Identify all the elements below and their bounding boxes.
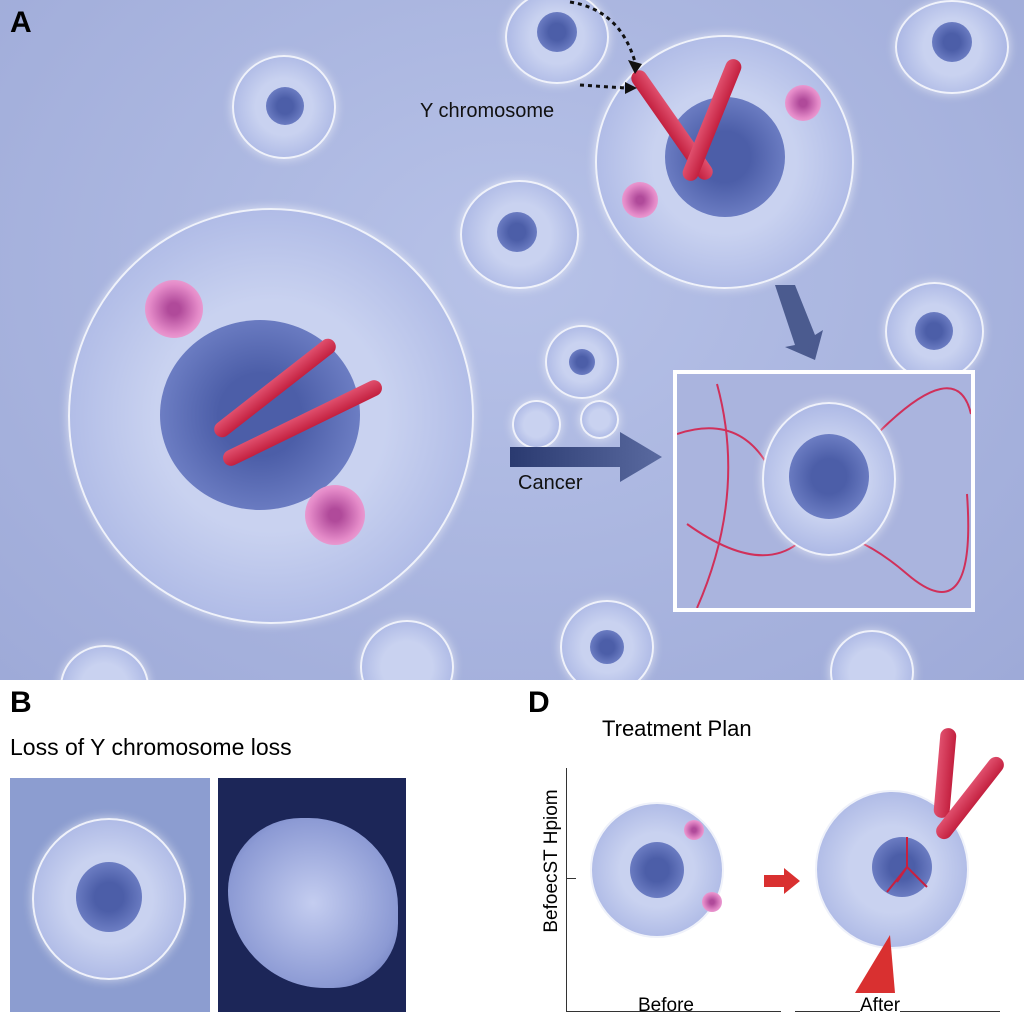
- nucleus: [665, 97, 785, 217]
- background-cell: [580, 400, 619, 439]
- treatment-arrow-icon: [764, 868, 800, 894]
- y-axis-label: BefoecST Hpiom: [541, 789, 562, 933]
- x-axis: [566, 1011, 781, 1012]
- panel-b-title: Loss of Y chromosome loss: [10, 734, 292, 760]
- panel-d-letter: D: [528, 686, 550, 719]
- y-chromosome-label: Y chromosome: [420, 100, 555, 122]
- after-cell: [815, 790, 969, 949]
- cancer-inset: [673, 370, 975, 612]
- panel-a-letter: A: [10, 6, 32, 39]
- background-cell: [560, 600, 654, 680]
- cancer-cell-image: [218, 778, 406, 1012]
- vesicle: [785, 85, 821, 121]
- y-axis: [566, 768, 567, 1012]
- y-chromosome-cell: [595, 35, 854, 289]
- y-tick: [566, 878, 576, 879]
- cancer-cell: [762, 402, 896, 556]
- before-cell: [590, 802, 724, 938]
- normal-cell-image: [10, 778, 210, 1012]
- background-cell: [885, 282, 984, 381]
- dotted-arrows: [569, 0, 642, 94]
- background-cell: [830, 630, 914, 680]
- background-cell: [360, 620, 454, 680]
- background-cell: [505, 0, 609, 84]
- background-cell: [545, 325, 619, 399]
- background-cell: [460, 180, 579, 289]
- vesicle: [622, 182, 658, 218]
- down-arrow-icon: [775, 285, 823, 360]
- red-pointer: [855, 935, 895, 993]
- background-cell: [232, 55, 336, 159]
- cancer-arrow-icon: [510, 432, 662, 482]
- cancer-label: Cancer: [518, 472, 583, 494]
- panel-b-letter: B: [10, 686, 32, 719]
- panel-a: A Y chromosome Cancer: [0, 0, 1024, 680]
- panel-d-title: Treatment Plan: [602, 716, 752, 741]
- x-label-before: Before: [638, 995, 694, 1016]
- background-cell: [895, 0, 1009, 94]
- vesicle: [145, 280, 203, 338]
- background-cell: [512, 400, 561, 449]
- vesicle: [305, 485, 365, 545]
- x-label-after: After: [860, 995, 901, 1017]
- background-cell: [60, 645, 149, 680]
- large-cell: [68, 208, 474, 624]
